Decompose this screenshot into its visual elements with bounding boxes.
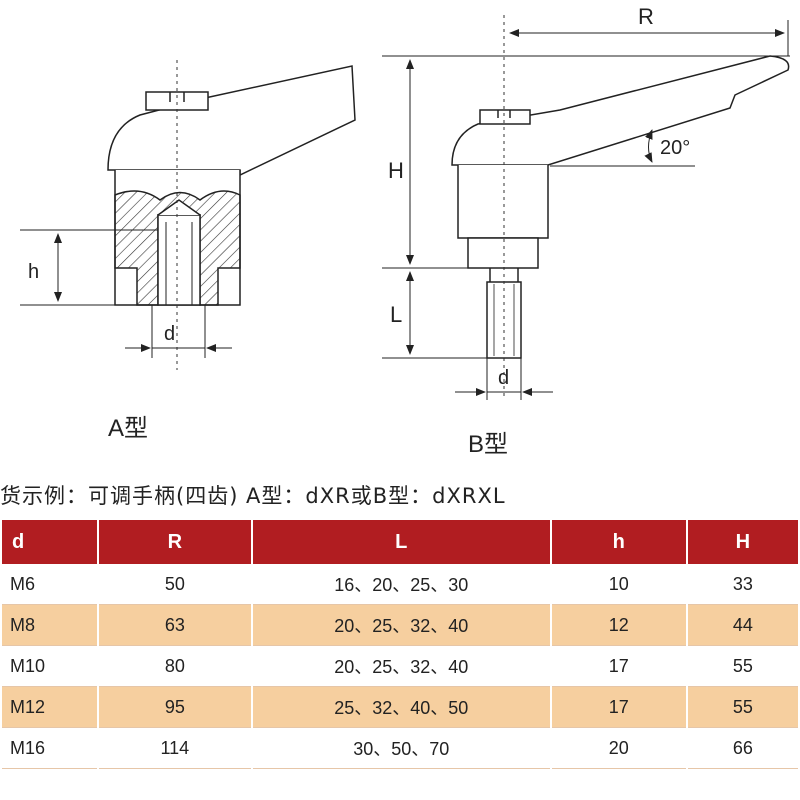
- table-header-row: d R L h H: [2, 520, 798, 564]
- header-h-small: h: [551, 520, 686, 564]
- table-row: M8 63 20、25、32、40 12 44: [2, 605, 798, 646]
- header-d: d: [2, 520, 98, 564]
- type-a-label: A型: [108, 415, 148, 442]
- dim-h-big-lines: [382, 55, 790, 269]
- dim-l-lines: [382, 271, 520, 359]
- cell-d: M8: [2, 605, 98, 646]
- dim-d-b-lines: [455, 358, 553, 400]
- cell-l: 16、20、25、30: [252, 564, 550, 605]
- type-a-drawing: [107, 65, 356, 306]
- cell-h-small: 20: [551, 728, 686, 769]
- dim-h-small-lines: [20, 229, 158, 306]
- type-b-drawing: [451, 55, 790, 359]
- table-row: M12 95 25、32、40、50 17 55: [2, 687, 798, 728]
- cell-r: 80: [99, 646, 251, 687]
- table-row: M6 50 16、20、25、30 10 33: [2, 564, 798, 605]
- order-example-note: 货示例：可调手柄(四齿) A型：dXR或B型：dXRXL: [0, 484, 506, 508]
- dim-d-b-label: d: [498, 367, 509, 389]
- dim-r-label: R: [638, 4, 654, 29]
- cell-h-small: 10: [551, 564, 686, 605]
- cell-d: M12: [2, 687, 98, 728]
- header-h-big: H: [687, 520, 798, 564]
- cell-d: M10: [2, 646, 98, 687]
- dim-r-lines: [509, 20, 789, 56]
- table-row: M10 80 20、25、32、40 17 55: [2, 646, 798, 687]
- table-row: M16 114 30、50、70 20 66: [2, 728, 798, 769]
- cell-h-big: 33: [687, 564, 798, 605]
- cell-h-big: 55: [687, 646, 798, 687]
- cell-l: 20、25、32、40: [252, 646, 550, 687]
- cell-h-small: 17: [551, 687, 686, 728]
- cell-r: 50: [99, 564, 251, 605]
- cell-l: 25、32、40、50: [252, 687, 550, 728]
- cell-h-big: 44: [687, 605, 798, 646]
- spec-table: d R L h H M6 50 16、20、25、30 10 33 M8 63 …: [0, 520, 800, 769]
- cell-d: M6: [2, 564, 98, 605]
- header-l: L: [252, 520, 550, 564]
- dim-h-small-label: h: [28, 261, 39, 283]
- dim-angle-lines: [550, 129, 695, 167]
- cell-d: M16: [2, 728, 98, 769]
- cell-r: 114: [99, 728, 251, 769]
- dim-d-a-label: d: [164, 323, 175, 345]
- cell-h-small: 17: [551, 646, 686, 687]
- dim-angle-label: 20°: [660, 137, 690, 159]
- cell-l: 30、50、70: [252, 728, 550, 769]
- type-b-label: B型: [468, 431, 508, 458]
- cell-h-big: 55: [687, 687, 798, 728]
- dim-d-a-lines: [125, 305, 232, 358]
- cell-l: 20、25、32、40: [252, 605, 550, 646]
- cell-h-small: 12: [551, 605, 686, 646]
- cell-h-big: 66: [687, 728, 798, 769]
- technical-drawing: h d A型 R H: [20, 4, 790, 458]
- cell-r: 63: [99, 605, 251, 646]
- cell-r: 95: [99, 687, 251, 728]
- dim-l-label: L: [390, 302, 402, 327]
- header-r: R: [99, 520, 251, 564]
- dim-h-big-label: H: [388, 158, 404, 183]
